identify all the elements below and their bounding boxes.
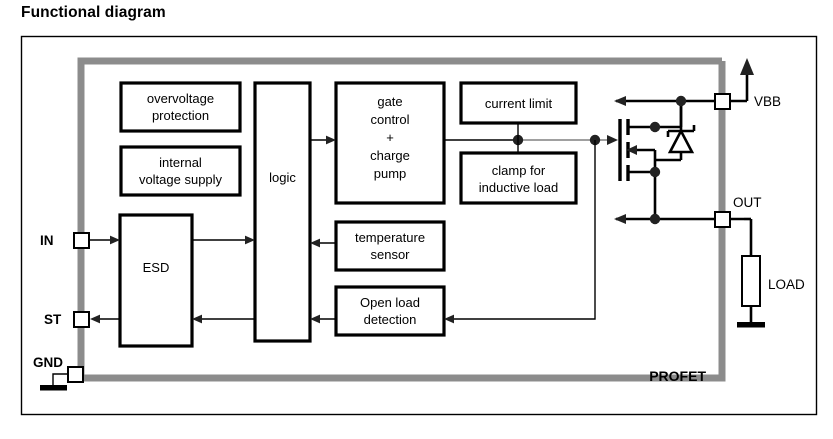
block-temperature-sensor: temperature sensor (334, 220, 446, 272)
zener-diode-symbol (655, 101, 696, 162)
junction-dot (649, 166, 661, 178)
wire-gatecontrol-to-mosfet-gate (444, 123, 618, 153)
block-label-line: current limit (485, 96, 553, 111)
block-label-line: gate (377, 94, 402, 109)
block-logic: logic (253, 81, 312, 343)
junction-dot (675, 95, 687, 107)
block-gate-control-charge-pump: gate control + charge pump (334, 81, 446, 205)
pin-label-vbb: VBB (754, 94, 781, 109)
block-label-line: Open load (360, 295, 420, 310)
load-resistor-body (741, 255, 761, 307)
wire-in-to-esd (90, 235, 120, 245)
junction-dot (649, 121, 661, 133)
block-label-line: charge (370, 148, 410, 163)
block-label-line: internal (159, 155, 202, 170)
out-internal-arrowhead (614, 214, 626, 224)
pin-label-in: IN (40, 233, 54, 248)
block-label-line: overvoltage (147, 91, 214, 106)
diode-triangle (667, 128, 695, 154)
load-label: LOAD (768, 277, 805, 292)
pin-label-gnd: GND (33, 355, 63, 370)
block-open-load-detection: Open load detection (334, 285, 446, 337)
vbb-internal-arrowhead (614, 96, 626, 106)
wire-openload-to-logic (310, 314, 336, 324)
vbb-rail (614, 58, 754, 107)
block-internal-voltage-supply: internal voltage supply (119, 145, 242, 197)
pin-pad-in[interactable] (73, 232, 90, 249)
block-label-line: logic (269, 170, 296, 185)
wire-sense-to-openload (444, 140, 596, 324)
gnd-symbol (40, 373, 68, 391)
block-label-line: temperature (355, 230, 425, 245)
block-overvoltage-protection: overvoltage protection (119, 81, 242, 133)
block-label-line: + (386, 130, 394, 145)
block-label-line: inductive load (479, 180, 559, 195)
block-esd: ESD (118, 213, 194, 348)
pin-pad-gnd[interactable] (67, 366, 84, 383)
pin-pad-vbb[interactable] (714, 93, 731, 110)
block-label-line: sensor (370, 247, 410, 262)
wire-logic-to-gatecontrol (310, 135, 336, 145)
block-label-line: ESD (143, 260, 170, 275)
load-ground-bar (737, 322, 765, 328)
pin-pad-st[interactable] (73, 311, 90, 328)
wire-logic-to-esd (192, 314, 255, 324)
block-label-line: voltage supply (139, 172, 223, 187)
pin-label-out: OUT (733, 195, 762, 210)
junction-dot (649, 213, 661, 225)
brand-label: PROFET (649, 368, 706, 384)
pin-pad-out[interactable] (714, 211, 731, 228)
pin-label-st: ST (44, 312, 62, 327)
diagram-outer-frame (20, 35, 818, 416)
block-label-line: control (370, 112, 409, 127)
wire-tempsensor-to-logic (310, 238, 336, 248)
block-label-line: detection (364, 312, 417, 327)
mosfet-body-arrowhead (626, 145, 637, 155)
gnd-bar (40, 385, 67, 391)
block-label-line: clamp for (492, 163, 546, 178)
wire-esd-to-logic (192, 235, 255, 245)
power-mosfet-symbol (618, 101, 683, 219)
vbb-supply-arrowhead (740, 58, 754, 75)
wire-esd-to-st (90, 314, 120, 324)
block-current-limit: current limit (459, 81, 578, 125)
block-label-line: pump (374, 166, 407, 181)
block-clamp-inductive-load: clamp for inductive load (459, 151, 578, 205)
block-label-line: protection (152, 108, 209, 123)
external-load: LOAD (737, 217, 805, 328)
page-title: Functional diagram (21, 4, 166, 21)
